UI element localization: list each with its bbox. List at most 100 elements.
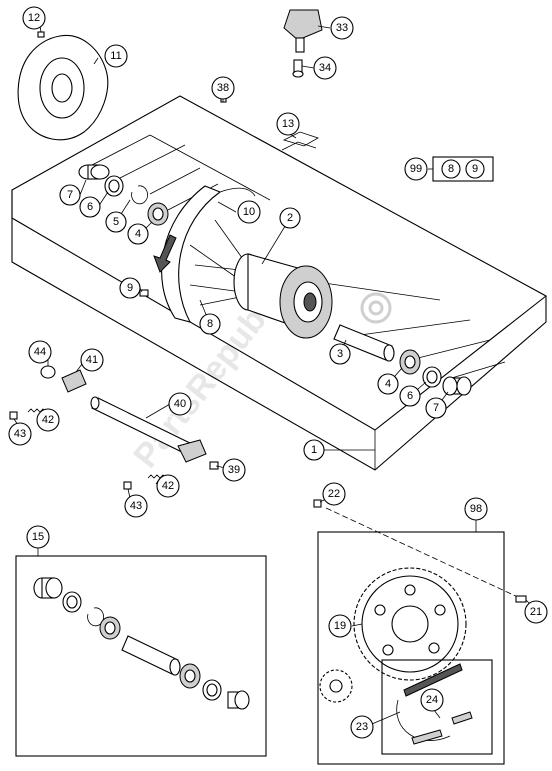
callout-33: 33	[330, 16, 354, 40]
callout-7a: 7	[59, 184, 81, 206]
screw-43-left	[9, 411, 18, 420]
svg-text:42: 42	[42, 414, 54, 426]
callout-15: 15	[26, 525, 50, 549]
spacer-left	[78, 164, 110, 180]
bearing-kit-parts	[33, 577, 250, 710]
chain-adjuster-left	[61, 369, 87, 393]
sprocket-bolt-21	[515, 595, 527, 603]
callout-42a: 42	[36, 408, 60, 432]
callout-11: 11	[104, 44, 128, 68]
svg-text:39: 39	[228, 464, 240, 476]
svg-text:8: 8	[448, 163, 454, 175]
callout-39: 39	[222, 458, 246, 482]
svg-text:4: 4	[385, 378, 391, 390]
spacer-pipe	[333, 324, 395, 362]
svg-text:43: 43	[130, 500, 142, 512]
nut-44	[40, 365, 56, 379]
screw-39	[209, 461, 219, 470]
svg-text:38: 38	[217, 82, 229, 94]
screw-43-right	[123, 481, 132, 490]
chain	[396, 663, 473, 745]
svg-text:22: 22	[328, 488, 340, 500]
rear-sprocket	[353, 567, 467, 681]
circlip	[131, 185, 148, 205]
callout-12: 12	[22, 6, 46, 30]
svg-text:4: 4	[135, 228, 141, 240]
callout-43b: 43	[124, 494, 148, 518]
callout-5: 5	[105, 211, 127, 233]
callout-2: 2	[279, 207, 301, 229]
svg-text:40: 40	[174, 398, 186, 410]
wheel-hub	[233, 253, 333, 339]
svg-text:23: 23	[356, 721, 368, 733]
callout-41: 41	[80, 348, 104, 372]
callout-21: 21	[524, 600, 548, 624]
wheel-assembly-frame-inner	[11, 190, 547, 431]
callout-10: 10	[237, 200, 261, 224]
svg-text:34: 34	[319, 62, 331, 74]
svg-text:10: 10	[243, 206, 255, 218]
callout-8: 8	[199, 313, 221, 335]
callout-43a: 43	[8, 422, 32, 446]
bearing-kit-box	[15, 555, 267, 757]
svg-text:11: 11	[110, 50, 121, 62]
sprocket-nut-22	[313, 499, 322, 508]
svg-text:99: 99	[410, 163, 422, 175]
svg-text:6: 6	[87, 201, 93, 213]
valve-nut	[292, 59, 304, 78]
svg-text:12: 12	[28, 12, 40, 24]
svg-text:7: 7	[67, 189, 73, 201]
callout-99-9: 9	[465, 159, 485, 179]
callout-23: 23	[350, 715, 374, 739]
callout-98: 98	[464, 497, 488, 521]
rim	[161, 185, 256, 323]
svg-text:44: 44	[34, 346, 46, 358]
svg-text:24: 24	[426, 694, 438, 706]
svg-text:19: 19	[334, 620, 346, 632]
callout-6a: 6	[79, 196, 101, 218]
svg-text:13: 13	[282, 118, 294, 130]
svg-text:3: 3	[337, 348, 343, 360]
brake-disc	[17, 34, 109, 141]
brake-disc-screw	[37, 31, 45, 38]
svg-text:98: 98	[470, 503, 482, 515]
callout-19: 19	[328, 614, 352, 638]
svg-text:9: 9	[127, 282, 133, 294]
svg-text:33: 33	[336, 22, 348, 34]
svg-text:1: 1	[311, 444, 317, 456]
callout-34: 34	[313, 56, 337, 80]
spacer-right	[442, 376, 472, 396]
wheel-assembly-frame	[11, 95, 547, 471]
callout-4a: 4	[127, 223, 149, 245]
callout-42b: 42	[156, 474, 180, 498]
callout-22: 22	[322, 482, 346, 506]
callout-99: 99	[404, 157, 428, 181]
callout-4b: 4	[377, 373, 399, 395]
svg-text:41: 41	[86, 354, 98, 366]
svg-text:21: 21	[530, 606, 542, 618]
svg-text:9: 9	[472, 163, 478, 175]
svg-text:5: 5	[113, 216, 119, 228]
callout-7b: 7	[425, 397, 447, 419]
svg-text:15: 15	[32, 531, 44, 543]
callout-3: 3	[329, 343, 351, 365]
chain-box	[381, 659, 493, 755]
svg-text:42: 42	[162, 480, 174, 492]
svg-text:43: 43	[14, 428, 26, 440]
callout-9: 9	[119, 277, 141, 299]
sprocket-kit-box	[317, 531, 505, 765]
callout-6b: 6	[399, 385, 421, 407]
svg-text:6: 6	[407, 390, 413, 402]
tire-valve-cap	[283, 9, 323, 53]
callout-1: 1	[303, 439, 325, 461]
callout-24: 24	[420, 688, 444, 712]
callout-44: 44	[28, 340, 52, 364]
callout-99-8: 8	[441, 159, 461, 179]
svg-text:8: 8	[207, 318, 213, 330]
spokes	[189, 219, 246, 306]
rim-tape	[281, 131, 319, 151]
callout-38: 38	[211, 76, 235, 100]
svg-text:7: 7	[433, 402, 439, 414]
chain-adjuster-right	[177, 439, 207, 463]
